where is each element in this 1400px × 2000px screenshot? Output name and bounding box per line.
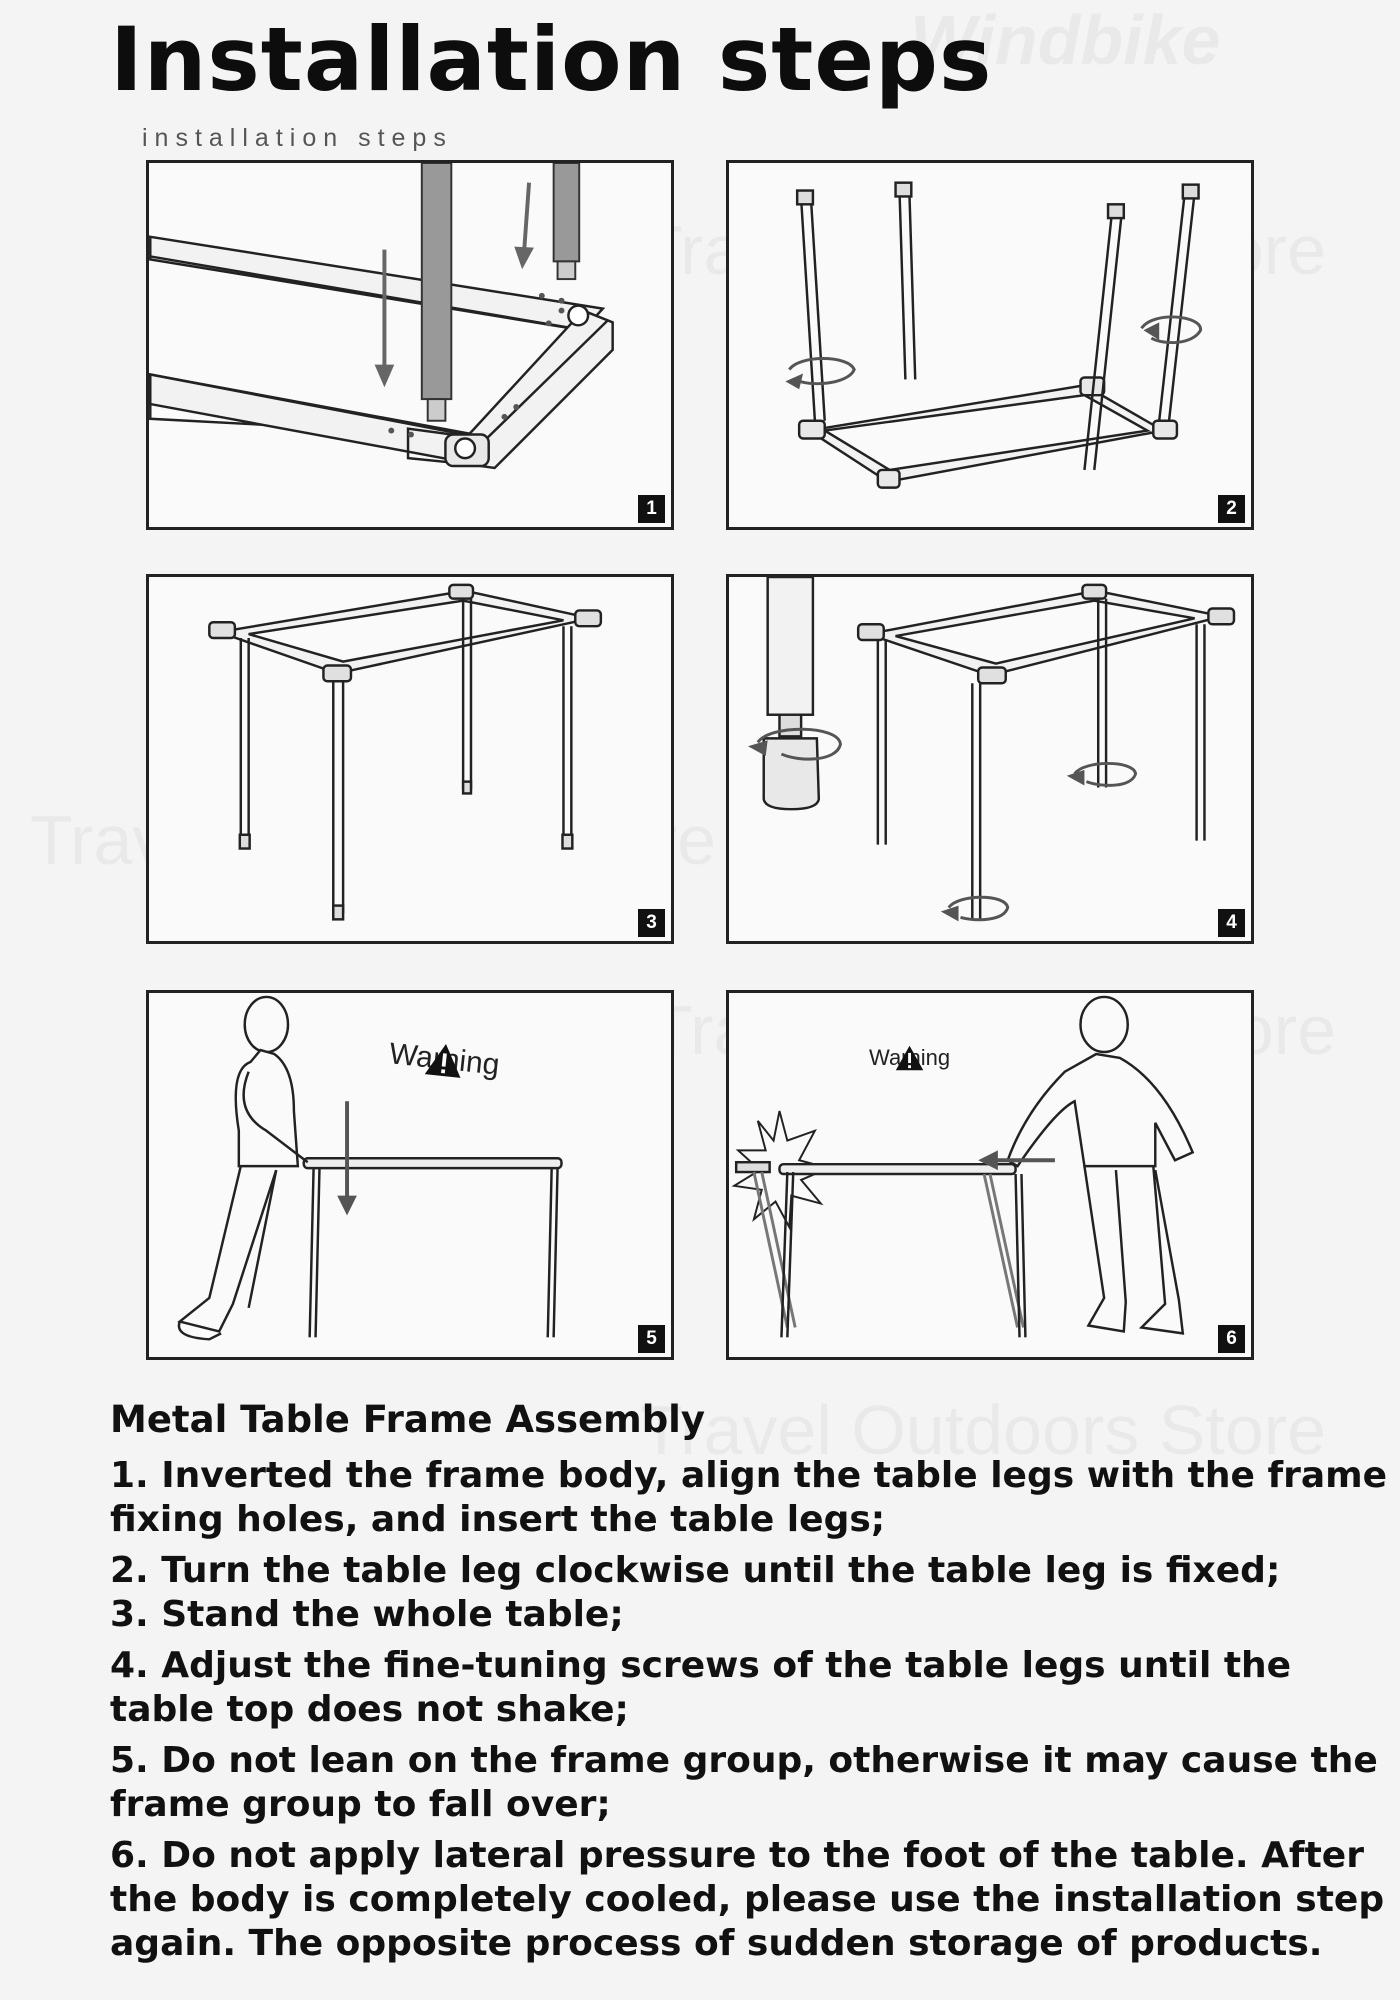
instructions-heading: Metal Table Frame Assembly (110, 1398, 705, 1441)
page-title: Installation steps (110, 8, 993, 111)
warning-icon (895, 1045, 924, 1071)
frame-insert-legs-drawing (149, 163, 614, 470)
step-number-badge: 3 (638, 909, 665, 937)
adjust-screws-drawing (747, 577, 1236, 922)
instructions-section: Metal Table Frame Assembly 1. Inverted t… (110, 1398, 1390, 1973)
step-number-badge: 1 (638, 495, 665, 523)
step-6-illustration: Warning 6 (726, 990, 1254, 1360)
step-1-illustration: 1 (146, 160, 674, 530)
step-number-badge: 4 (1218, 909, 1245, 937)
instruction-step: 2. Turn the table leg clockwise until th… (110, 1550, 1281, 1591)
warning-icon (424, 1044, 461, 1078)
instruction-step: 6. Do not apply lateral pressure to the … (110, 1835, 1385, 1964)
step-4-illustration: 4 (726, 574, 1254, 944)
instruction-step: 1. Inverted the frame body, align the ta… (110, 1455, 1388, 1540)
step-number-badge: 5 (638, 1325, 665, 1353)
instruction-step: 3. Stand the whole table; (110, 1594, 624, 1635)
standing-table-drawing (208, 583, 603, 921)
step-3-illustration: 3 (146, 574, 674, 944)
step-number-badge: 6 (1218, 1325, 1245, 1353)
instruction-step: 4. Adjust the fine-tuning screws of the … (110, 1645, 1292, 1730)
instruction-step: 5. Do not lean on the frame group, other… (110, 1740, 1378, 1825)
lateral-pressure-drawing (731, 995, 1195, 1338)
turn-legs-drawing (785, 181, 1202, 489)
page-subtitle: installation steps (142, 124, 453, 152)
step-number-badge: 2 (1218, 495, 1245, 523)
warning-label: Warning (388, 1037, 501, 1082)
warning-label: Warning (869, 1045, 950, 1071)
leaning-person-drawing (177, 995, 563, 1341)
step-5-illustration: Warning 5 (146, 990, 674, 1360)
step-2-illustration: 2 (726, 160, 1254, 530)
